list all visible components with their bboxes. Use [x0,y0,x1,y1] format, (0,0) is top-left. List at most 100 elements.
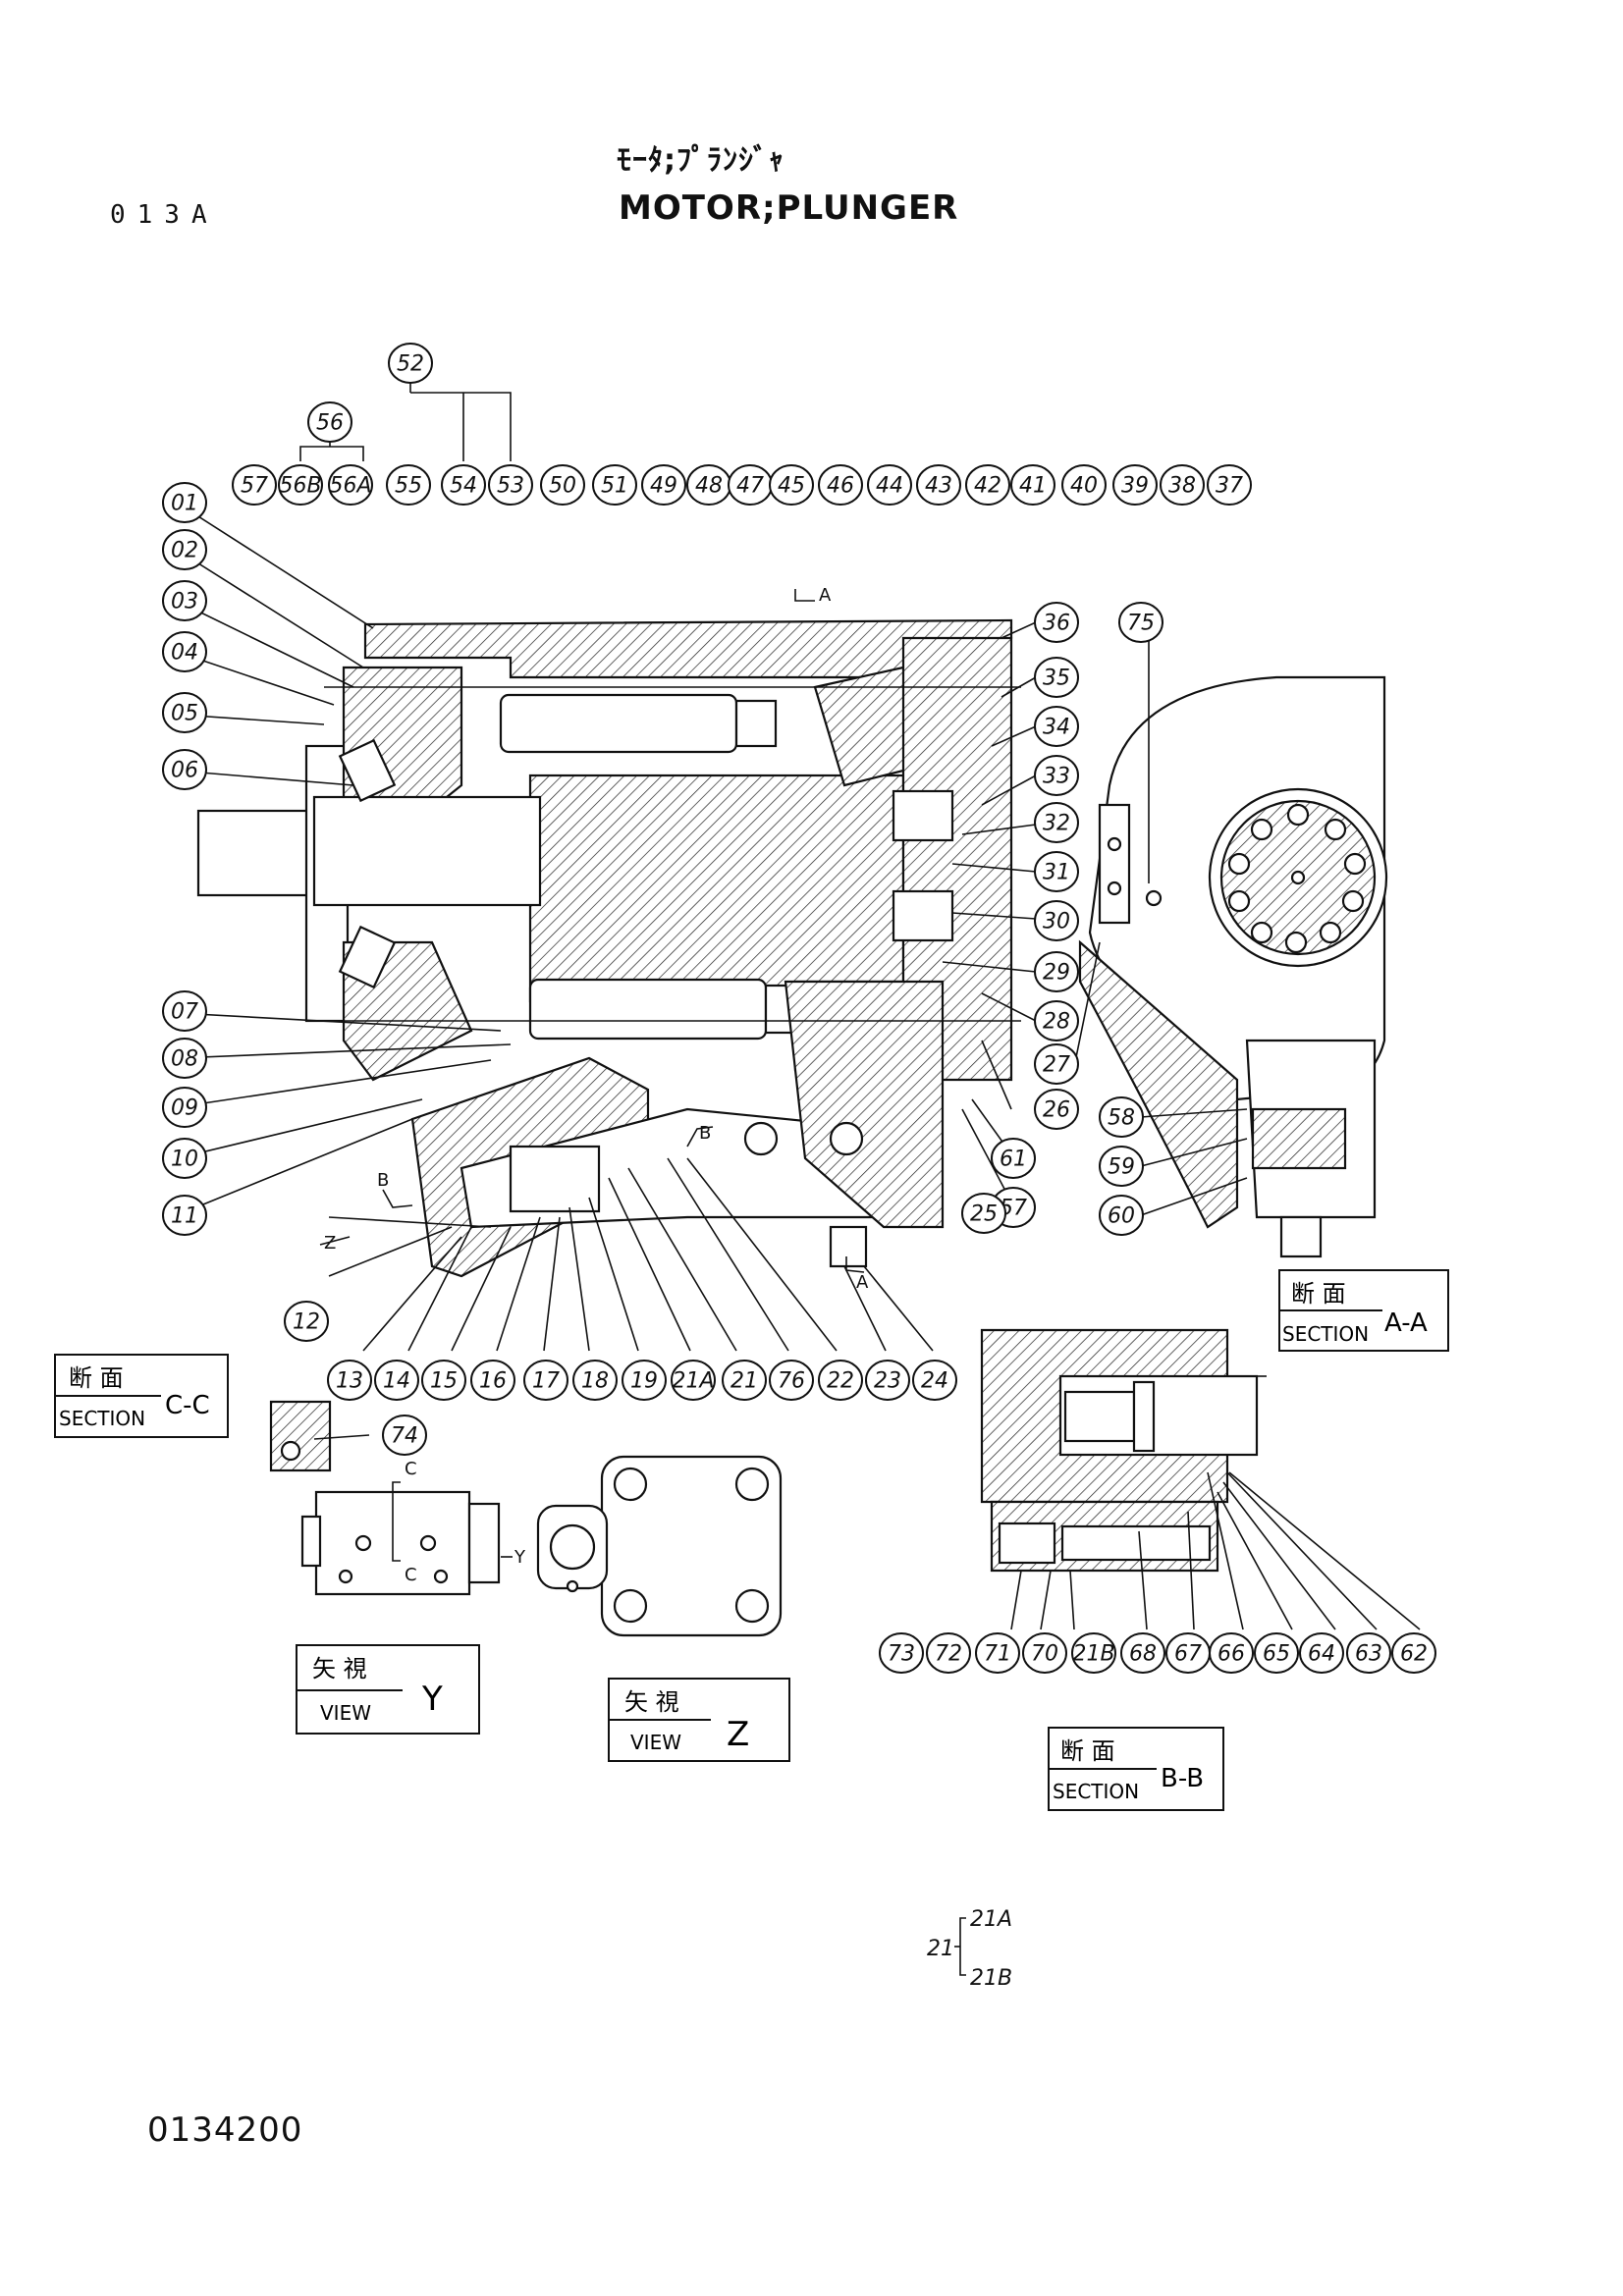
callout-40: 40 [1061,464,1107,506]
callout-label: 32 [1043,812,1070,836]
view-z-bottom: VIEW [630,1731,681,1754]
title-japanese: ﾓｰﾀ;ﾌﾟﾗﾝｼﾞｬ [617,143,784,178]
housing-upper [363,618,1013,679]
callout-50: 50 [540,464,585,506]
section-mark-a-bottom: A [856,1272,869,1293]
lever-bracket [784,980,945,1229]
section-mark-c-top: C [405,1459,417,1479]
callout-59: 59 [1099,1146,1144,1187]
view-mark-z: Z [324,1233,336,1254]
callout-37: 37 [1207,464,1252,506]
cc-body [269,1400,332,1472]
callout-label: 60 [1108,1204,1135,1229]
callout-label: 63 [1355,1642,1382,1667]
callout-label: 18 [581,1369,609,1394]
bearing-front-upper [338,738,397,803]
callout-label: 52 [397,352,424,377]
brake-piston [509,1145,601,1213]
callout-24: 24 [912,1360,957,1401]
motor-section-view [196,618,1021,1278]
callout-label: 43 [925,474,952,499]
callout-56a: 56A [328,464,373,506]
aa-bores [1227,803,1367,954]
callout-label: 67 [1174,1642,1202,1667]
callout-68: 68 [1120,1632,1165,1674]
main-shaft [312,795,542,907]
section-aa-top: 断 面 [1291,1280,1346,1308]
callout-label: 75 [1127,612,1155,636]
legend-sub-a: 21A [970,1907,1012,1932]
piston-upper [499,693,738,754]
callout-label: 38 [1168,474,1196,499]
callout-label: 53 [497,474,524,499]
aa-bushing [1251,1107,1347,1170]
callout-54: 54 [441,464,486,506]
callout-label: 28 [1043,1010,1070,1035]
callout-label: 16 [479,1369,507,1394]
callout-30: 30 [1034,900,1079,941]
callout-label: 21 [730,1369,758,1394]
callout-23: 23 [865,1360,910,1401]
callout-label: 74 [391,1424,418,1449]
bearing-front-lower [338,925,397,989]
callout-label: 17 [532,1369,560,1394]
callout-label: 64 [1308,1642,1335,1667]
view-y-right-tab [467,1502,501,1584]
callout-41: 41 [1010,464,1055,506]
callout-label: 48 [695,474,723,499]
section-cc-top: 断 面 [69,1364,124,1392]
callout-label: 26 [1043,1098,1070,1123]
section-label-cc: 断 面 SECTION C-C [54,1354,229,1438]
callout-42: 42 [965,464,1010,506]
section-bb-top: 断 面 [1060,1737,1115,1765]
callout-31: 31 [1034,851,1079,892]
callout-label: 35 [1043,667,1070,691]
cylinder-block [528,774,905,1003]
legend-21: 21 21A 21B [927,1907,1012,1991]
callout-74: 74 [382,1415,427,1456]
callout-label: 01 [171,492,198,516]
callout-label: 65 [1263,1642,1290,1667]
callout-label: 06 [171,759,198,783]
valve-spool-lower [892,889,954,942]
callout-label: 22 [827,1369,854,1394]
callout-55: 55 [386,464,431,506]
callout-62: 62 [1391,1632,1436,1674]
callout-28: 28 [1034,1000,1079,1041]
callout-12: 12 [284,1301,329,1342]
callout-66: 66 [1209,1632,1254,1674]
drawing-code-top: 013A [110,200,219,230]
callout-72: 72 [926,1632,971,1674]
view-label-z: 矢 視 VIEW Z [608,1678,790,1762]
aa-hatched-arm [1078,939,1239,1229]
callout-26: 26 [1034,1089,1079,1130]
rear-cover [901,636,1013,1082]
piston-lower [528,978,768,1041]
callout-label: 10 [171,1148,198,1172]
bb-ring [1132,1380,1156,1453]
callout-06: 06 [162,749,207,790]
view-mark-y: Y [514,1547,526,1568]
callout-label: 56A [329,474,371,499]
callout-label: 55 [395,474,422,499]
callout-label: 03 [171,590,198,614]
callout-51: 51 [592,464,637,506]
callout-29: 29 [1034,951,1079,992]
callout-53: 53 [488,464,533,506]
legend-sub-b: 21B [970,1966,1012,1991]
callout-label: 58 [1108,1106,1135,1131]
callout-47: 47 [728,464,773,506]
callout-71: 71 [975,1632,1020,1674]
callout-75: 75 [1118,602,1163,643]
callout-13: 13 [327,1360,372,1401]
callout-01: 01 [162,482,207,523]
callout-label: 09 [171,1096,198,1121]
bottom-plug [829,1225,868,1268]
bb-valve [1060,1524,1212,1562]
callout-36: 36 [1034,602,1079,643]
callout-43: 43 [916,464,961,506]
callout-63: 63 [1346,1632,1391,1674]
callout-label: 21B [1072,1642,1114,1667]
callout-07: 07 [162,990,207,1032]
